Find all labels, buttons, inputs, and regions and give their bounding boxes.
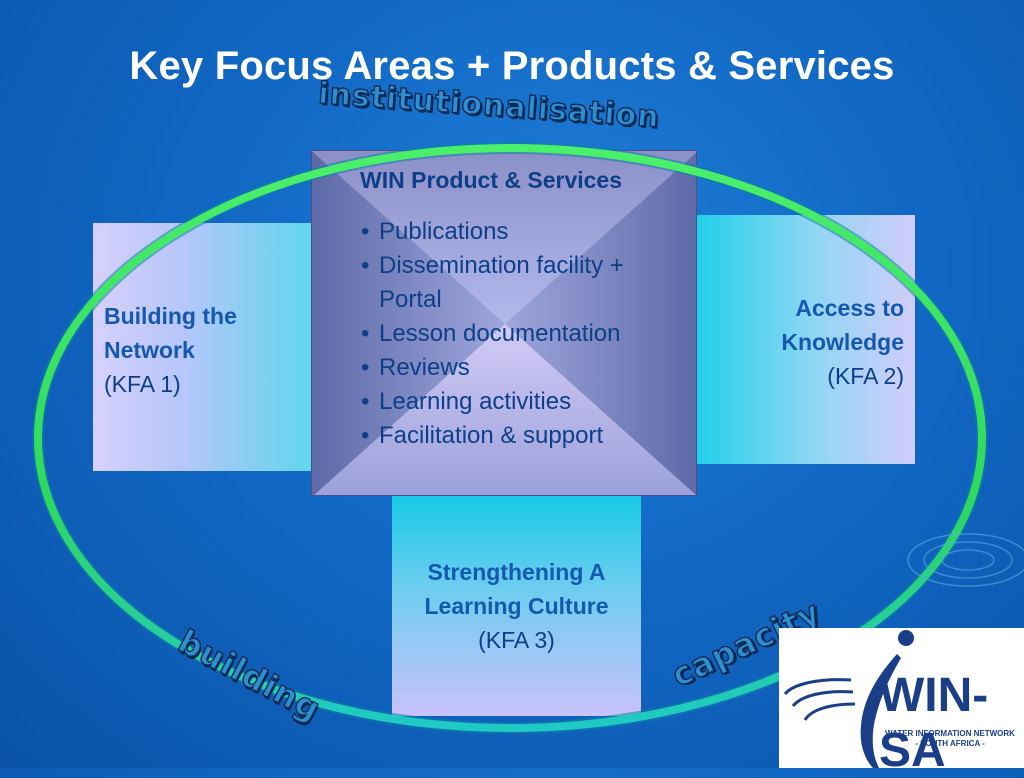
kfa2-name-line2: Knowledge xyxy=(781,329,904,355)
kfa2-label: Access to Knowledge (KFA 2) xyxy=(781,291,904,393)
product-item-facilitation: Facilitation & support xyxy=(359,419,689,453)
logo-subtitle-line1: WATER INFORMATION NETWORK xyxy=(885,729,1015,738)
product-item-learning-activities: Learning activities xyxy=(359,385,689,419)
products-list: Publications Dissemination facility + Po… xyxy=(359,215,689,453)
product-item-dissemination: Dissemination facility + Portal xyxy=(359,249,689,317)
product-item-reviews: Reviews xyxy=(359,351,689,385)
product-item-lesson-documentation: Lesson documentation xyxy=(359,317,689,351)
kfa3-label: Strengthening A Learning Culture (KFA 3) xyxy=(392,555,641,657)
win-sa-logo-mark xyxy=(783,630,914,768)
water-ripples xyxy=(907,533,1024,587)
kfa2-box: Access to Knowledge (KFA 2) xyxy=(692,215,915,464)
logo-subtitle: WATER INFORMATION NETWORK - SOUTH AFRICA… xyxy=(877,729,1023,749)
kfa3-code: (KFA 3) xyxy=(478,627,555,653)
slide-title: Key Focus Areas + Products & Services xyxy=(129,44,895,88)
kfa3-box: Strengthening A Learning Culture (KFA 3) xyxy=(392,486,641,716)
arc-word-building: building xyxy=(171,621,328,729)
kfa3-name-line2: Learning Culture xyxy=(424,593,609,619)
win-sa-logo: WIN-SA WATER INFORMATION NETWORK - SOUTH… xyxy=(779,628,1024,777)
kfa2-code: (KFA 2) xyxy=(827,363,904,389)
kfa1-label: Building the Network (KFA 1) xyxy=(104,299,237,401)
kfa1-box: Building the Network (KFA 1) xyxy=(93,223,315,471)
product-item-publications: Publications xyxy=(359,215,689,249)
logo-wordmark: WIN-SA xyxy=(879,669,989,777)
kfa1-code: (KFA 1) xyxy=(104,371,181,397)
kfa1-name-line2: Network xyxy=(104,337,195,363)
products-heading: WIN Product & Services xyxy=(360,167,623,193)
kfa1-name-line1: Building the xyxy=(104,303,237,329)
kfa2-name-line1: Access to xyxy=(795,295,904,321)
products-services-box: WIN Product & Services Publications Diss… xyxy=(311,150,697,496)
logo-subtitle-line2: - SOUTH AFRICA - xyxy=(915,739,985,748)
kfa3-name-line1: Strengthening A xyxy=(427,559,606,585)
